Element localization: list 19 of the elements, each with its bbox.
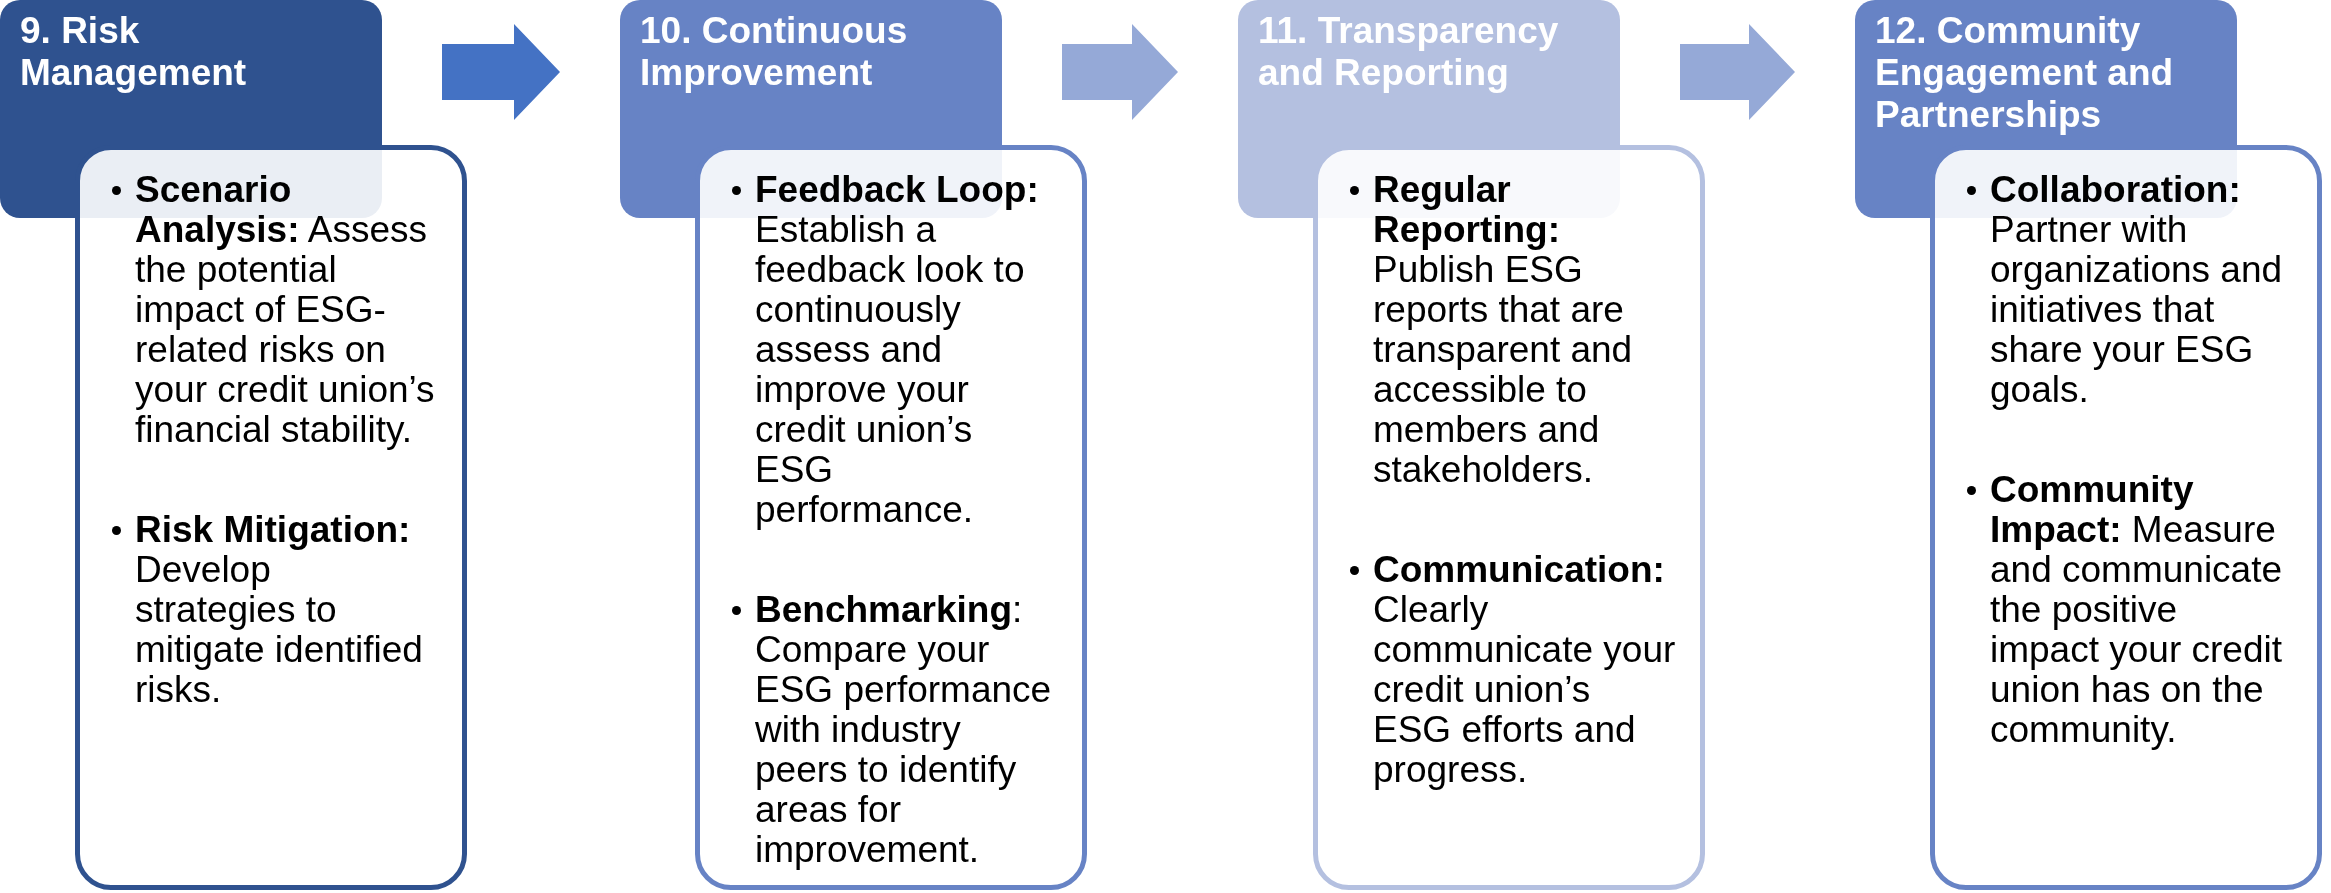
block-arrow — [1680, 24, 1795, 120]
step-title: 9. Risk Management — [20, 10, 248, 94]
bullet-text: Community Impact: Measure and communicate the positive impact your credit union has on the community. — [1990, 470, 2284, 750]
step-title: 12. Community Engagement and Partnerships — [1875, 10, 2175, 136]
detail-card — [1313, 145, 1705, 890]
bullet-text: Scenario Analysis: Assess the potential impact of ESG-related risks on your credit union’s financial stability. — [135, 170, 436, 450]
step-title: 11. Transparency and Reporting — [1258, 10, 1560, 94]
step-title: 10. Continuous Improvement — [640, 10, 909, 94]
bullet-text: Feedback Loop: Establish a feedback look to continuously assess and improve your credit union’s ESG performance. — [755, 170, 1040, 530]
bullet-text: Collaboration: Partner with organizations and initiatives that share your ESG goals. — [1990, 170, 2284, 410]
detail-card — [1930, 145, 2322, 890]
bullet-text: Risk Mitigation: Develop strategies to mitigate identified risks. — [135, 510, 424, 710]
detail-card — [695, 145, 1087, 890]
bullet-text: Communication: Clearly communicate your credit union’s ESG efforts and progress. — [1373, 550, 1677, 790]
detail-card — [75, 145, 467, 890]
bullet-text: Regular Reporting: Publish ESG reports that are transparent and accessible to members and stakeholders. — [1373, 170, 1634, 490]
block-arrow — [1062, 24, 1178, 120]
block-arrow — [442, 24, 560, 120]
bullet-text: Benchmarking: Compare your ESG performance with industry peers to identify areas for improvement. — [755, 590, 1053, 870]
